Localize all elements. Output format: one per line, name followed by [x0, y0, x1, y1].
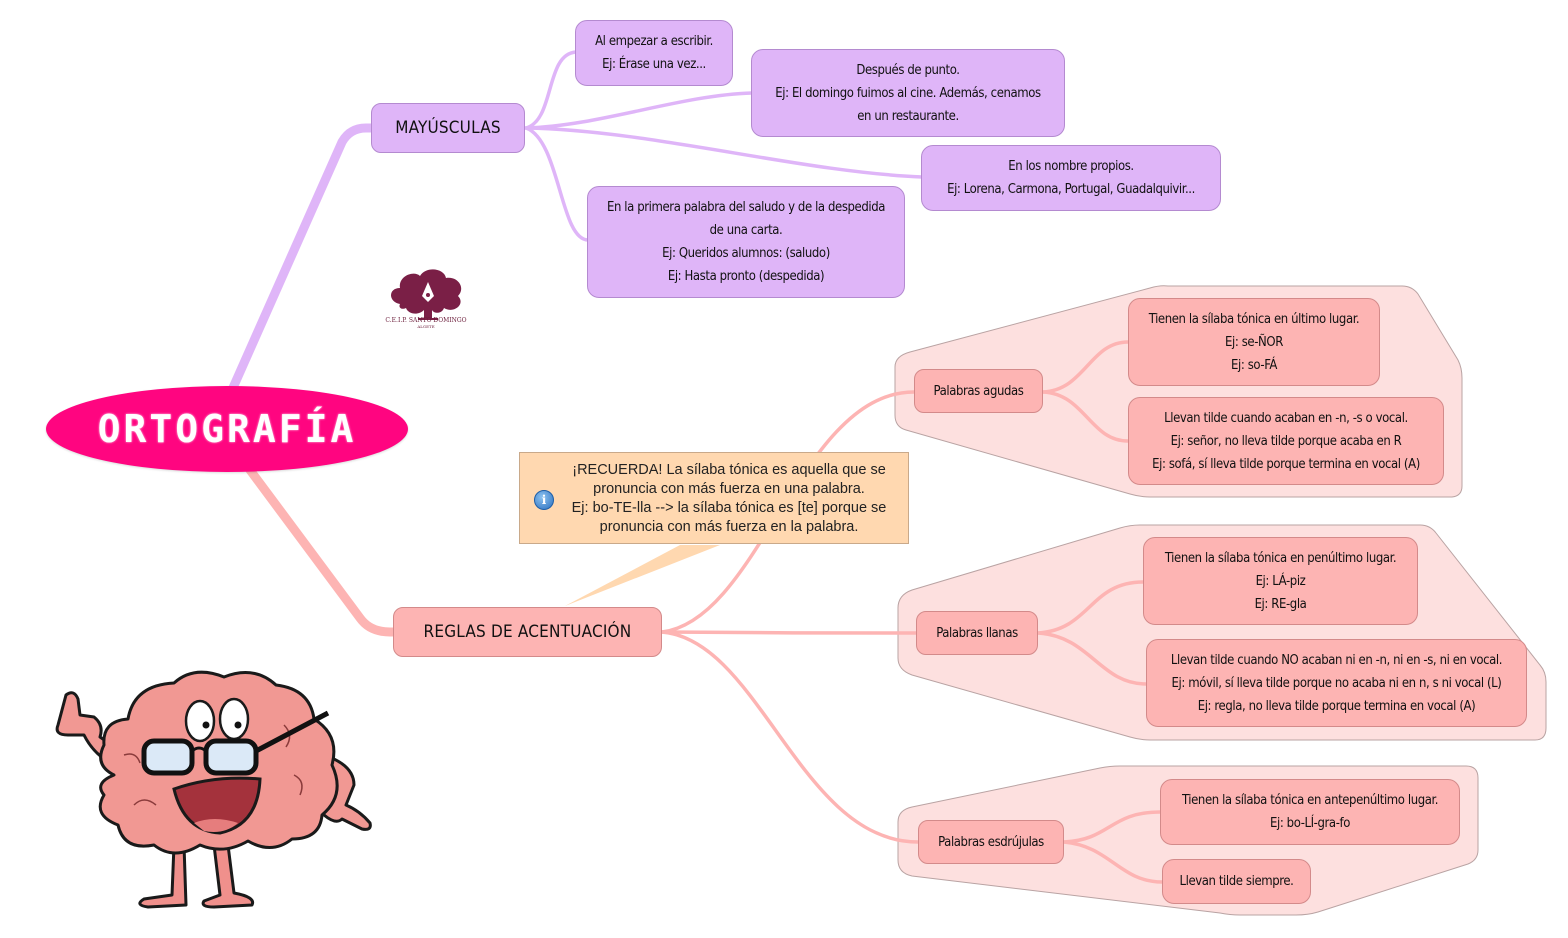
- connector-may-4: [524, 126, 590, 242]
- topic-line: Ej: sofá, sí lleva tilde porque termina …: [1152, 456, 1420, 472]
- topic-line: Al empezar a escribir.: [595, 34, 713, 49]
- connector-central-mayusculas: [227, 123, 377, 395]
- school-logo-caption: C.E.I.P. SANTO DOMINGO ALGETE: [376, 318, 476, 330]
- agudas-topic-1[interactable]: Tienen la sílaba tónica en último lugar.…: [1128, 298, 1380, 386]
- branch-mayusculas-label: MAYÚSCULAS: [395, 117, 501, 138]
- connector-acent-esdrujulas: [660, 630, 920, 844]
- mayusculas-topic-3[interactable]: En los nombre propios. Ej: Lorena, Carmo…: [921, 145, 1221, 211]
- note-line: pronuncia con más fuerza en una palabra.: [593, 481, 865, 497]
- connector-agudas-2: [1041, 390, 1130, 443]
- school-logo: [391, 269, 462, 320]
- subtopic-palabras-esdrujulas[interactable]: Palabras esdrújulas: [918, 820, 1064, 864]
- connector-may-1: [524, 50, 578, 130]
- agudas-topic-2[interactable]: Llevan tilde cuando acaban en -n, -s o v…: [1128, 397, 1444, 485]
- branch-reglas-acentuacion[interactable]: REGLAS DE ACENTUACIÓN: [393, 607, 662, 657]
- topic-line: Ej: señor, no lleva tilde porque acaba e…: [1170, 433, 1402, 449]
- connector-central-acentuacion: [245, 465, 399, 637]
- topic-line: En la primera palabra del saludo y de la…: [606, 200, 886, 215]
- llanas-topic-1[interactable]: Tienen la sílaba tónica en penúltimo lug…: [1143, 537, 1418, 625]
- topic-line: Llevan tilde cuando NO acaban ni en -n, …: [1170, 652, 1503, 668]
- connector-llanas-1: [1036, 580, 1145, 635]
- mayusculas-topic-1[interactable]: Al empezar a escribir. Ej: Érase una vez…: [575, 20, 733, 86]
- topic-line: Tienen la sílaba tónica en último lugar.: [1148, 311, 1360, 327]
- connector-agudas-1: [1041, 340, 1130, 394]
- central-topic-label: ORTOGRAFÍA: [97, 407, 357, 451]
- logo-caption-line2: ALGETE: [417, 324, 435, 329]
- connector-llanas-2: [1036, 631, 1148, 686]
- subtopic-palabras-agudas[interactable]: Palabras agudas: [914, 369, 1043, 413]
- info-icon: i: [534, 490, 554, 510]
- cartoon-brain-illustration: [55, 670, 372, 909]
- logo-caption-line1: C.E.I.P. SANTO DOMINGO: [385, 317, 467, 324]
- topic-line: Tienen la sílaba tónica en antepenúltimo…: [1181, 793, 1439, 808]
- branch-mayusculas[interactable]: MAYÚSCULAS: [371, 103, 525, 153]
- connector-esdr-2: [1062, 840, 1164, 884]
- topic-line: Llevan tilde cuando acaban en -n, -s o v…: [1164, 410, 1408, 426]
- reminder-note-text: ¡RECUERDA! La sílaba tónica es aquella q…: [560, 461, 898, 537]
- topic-line: Ej: se-ÑOR: [1225, 334, 1283, 350]
- mayusculas-topic-4[interactable]: En la primera palabra del saludo y de la…: [587, 186, 905, 298]
- note-line: Ej: bo-TE-lla --> la sílaba tónica es [t…: [571, 500, 887, 516]
- topic-line: En los nombre propios.: [1008, 159, 1134, 174]
- connector-may-2: [524, 91, 754, 130]
- topic-line: Ej: Hasta pronto (despedida): [667, 269, 825, 284]
- connector-esdr-1: [1062, 810, 1162, 844]
- topic-line: Ej: regla, no lleva tilde porque termina…: [1197, 698, 1476, 714]
- topic-line: Ej: RE-gla: [1254, 596, 1307, 612]
- topic-line: de una carta.: [709, 223, 783, 238]
- topic-line: Ej: LÁ-piz: [1255, 573, 1306, 589]
- topic-line: Llevan tilde siempre.: [1179, 874, 1294, 889]
- topic-line: Después de punto.: [856, 62, 960, 78]
- esdrujulas-topic-1[interactable]: Tienen la sílaba tónica en antepenúltimo…: [1160, 779, 1460, 845]
- note-line: ¡RECUERDA! La sílaba tónica es aquella q…: [572, 462, 886, 478]
- subtopic-label: Palabras agudas: [933, 383, 1024, 399]
- topic-line: Ej: El domingo fuimos al cine. Además, c…: [775, 85, 1041, 101]
- topic-line: en un restaurante.: [857, 108, 959, 124]
- esdrujulas-topic-2[interactable]: Llevan tilde siempre.: [1162, 859, 1311, 904]
- note-callout-pointer: [565, 545, 720, 606]
- topic-line: Ej: bo-LÍ-gra-fo: [1269, 816, 1350, 831]
- topic-line: Ej: móvil, sí lleva tilde porque no acab…: [1171, 675, 1502, 691]
- topic-line: Ej: Queridos alumnos: (saludo): [662, 246, 830, 261]
- connector-may-3: [524, 126, 924, 179]
- subtopic-palabras-llanas[interactable]: Palabras llanas: [916, 611, 1038, 655]
- connector-acent-llanas: [660, 630, 918, 635]
- subtopic-label: Palabras esdrújulas: [938, 834, 1044, 850]
- topic-line: Ej: Érase una vez...: [602, 57, 706, 72]
- topic-line: Ej: Lorena, Carmona, Portugal, Guadalqui…: [947, 182, 1195, 197]
- topic-line: Tienen la sílaba tónica en penúltimo lug…: [1164, 550, 1397, 566]
- note-line: pronuncia con más fuerza en la palabra.: [599, 519, 859, 535]
- branch-acentuacion-label: REGLAS DE ACENTUACIÓN: [423, 621, 632, 642]
- subtopic-label: Palabras llanas: [936, 625, 1018, 641]
- central-topic[interactable]: ORTOGRAFÍA: [46, 386, 408, 472]
- llanas-topic-2[interactable]: Llevan tilde cuando NO acaban ni en -n, …: [1146, 639, 1527, 727]
- reminder-note[interactable]: i ¡RECUERDA! La sílaba tónica es aquella…: [519, 452, 909, 544]
- topic-line: Ej: so-FÁ: [1231, 357, 1277, 373]
- mayusculas-topic-2[interactable]: Después de punto. Ej: El domingo fuimos …: [751, 49, 1065, 137]
